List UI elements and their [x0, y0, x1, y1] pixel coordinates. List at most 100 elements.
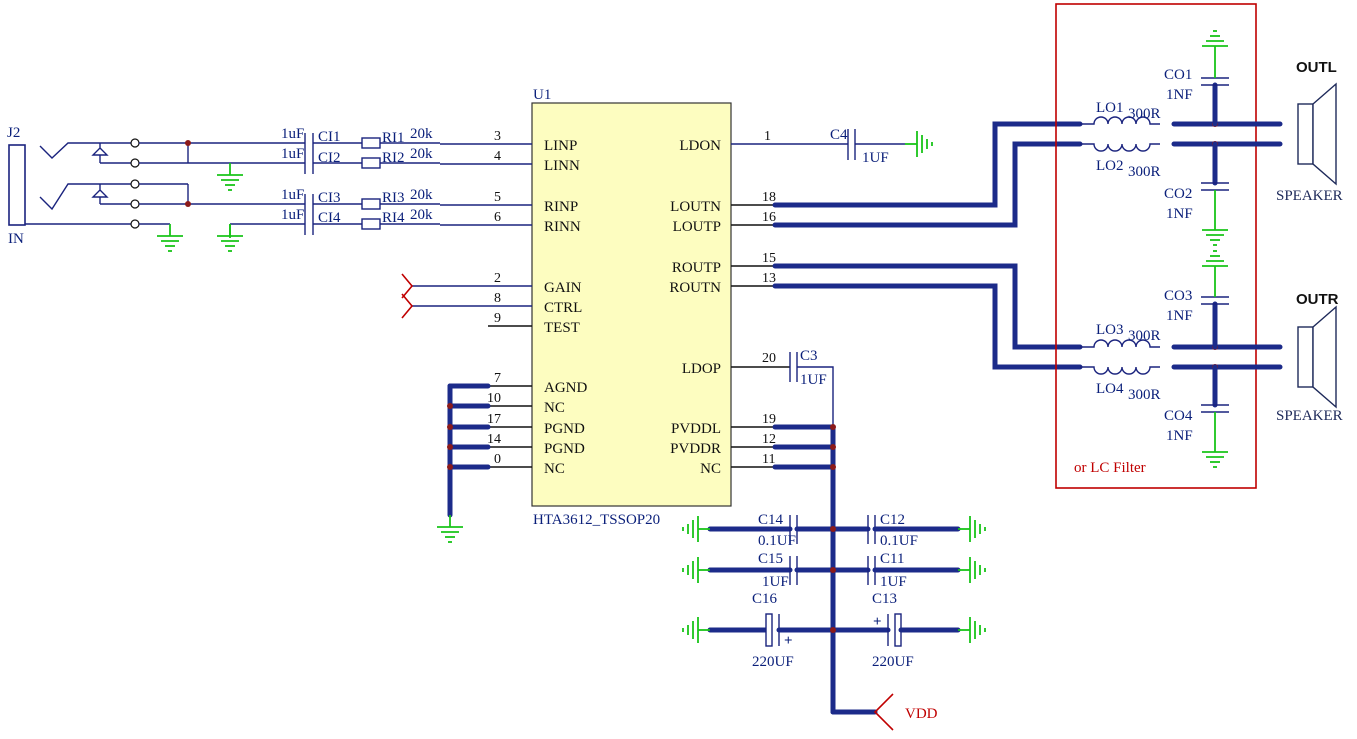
cap-ref: CI4: [318, 210, 341, 226]
cap-ref: C13: [872, 591, 897, 607]
cap-value: 220UF: [872, 654, 914, 670]
pin-name: PVDDR: [670, 441, 721, 457]
jack-label: IN: [8, 231, 24, 247]
filter-cap-ref: CO3: [1164, 288, 1192, 304]
speaker-icon: [1297, 326, 1314, 388]
pin-name: NC: [544, 461, 565, 477]
pin-name: ROUTN: [669, 280, 721, 296]
inductor-value: 300R: [1128, 328, 1161, 344]
supply-bus: VDD C14 0.1UF C12 0.1UF C15 1UF C11 1UF: [682, 424, 986, 731]
pin-name: LOUTN: [670, 199, 721, 215]
vdd-label: VDD: [905, 706, 938, 722]
res-value: 20k: [410, 207, 433, 223]
cap-ref: C16: [752, 591, 778, 607]
pin-name: LINN: [544, 158, 580, 174]
cap-value: 1uF: [281, 146, 304, 162]
output-routing: [772, 121, 1083, 370]
pin-name: RINP: [544, 199, 578, 215]
audio-jack-j2: J2 IN: [7, 125, 305, 252]
filter-note: or LC Filter: [1074, 460, 1146, 476]
pin-name: CTRL: [544, 300, 582, 316]
output-title: OUTL: [1296, 59, 1337, 76]
cap-value: 1UF: [880, 574, 907, 590]
res-ref: RI3: [382, 190, 405, 206]
filter-cap-value: 1NF: [1166, 87, 1193, 103]
cap-value: 1uF: [281, 187, 304, 203]
cap-value: 1uF: [281, 207, 304, 223]
filter-cap-value: 1NF: [1166, 308, 1193, 324]
cap-ref: CI1: [318, 129, 341, 145]
svg-text:+: +: [784, 633, 793, 649]
pin-num: 1: [764, 129, 771, 144]
res-value: 20k: [410, 126, 433, 142]
cap-value: 0.1UF: [880, 533, 918, 549]
c4-value: 1UF: [862, 150, 889, 166]
cap-ref: C12: [880, 512, 905, 528]
cap-ref: C14: [758, 512, 784, 528]
pin-name: NC: [700, 461, 721, 477]
inductor-ref: LO2: [1096, 158, 1124, 174]
c3-ref: C3: [800, 348, 818, 364]
cap-value: 220UF: [752, 654, 794, 670]
pin-name: LINP: [544, 138, 577, 154]
pin-num: 14: [487, 432, 501, 447]
speaker-outl: OUTL SPEAKER: [1276, 59, 1343, 204]
inductor-value: 300R: [1128, 387, 1161, 403]
pin-name: ROUTP: [672, 260, 721, 276]
input-network: 1uF CI1 1uF CI2 1uF CI3 1uF CI4 RI1 20k …: [281, 126, 440, 235]
filter-cap-value: 1NF: [1166, 428, 1193, 444]
inductor-value: 300R: [1128, 106, 1161, 122]
pin-num: 17: [487, 412, 501, 427]
cap-ref: C11: [880, 551, 904, 567]
pin-num: 6: [494, 210, 501, 225]
cap-value: 0.1UF: [758, 533, 796, 549]
pin-num: 15: [762, 251, 776, 266]
inductor-ref: LO1: [1096, 100, 1124, 116]
ic-ref: U1: [533, 87, 551, 103]
pin-name: PVDDL: [671, 421, 721, 437]
c4-ref: C4: [830, 127, 848, 143]
cap-ref: CI2: [318, 150, 341, 166]
pin-name: PGND: [544, 421, 585, 437]
res-ref: RI2: [382, 150, 405, 166]
pin-name: RINN: [544, 219, 581, 235]
pin-name: TEST: [544, 320, 580, 336]
ic-u1: U1 HTA3612_TSSOP20 3 4 5 6 2 8 9 7 10 17…: [412, 87, 848, 528]
res-value: 20k: [410, 146, 433, 162]
c3-value: 1UF: [800, 372, 827, 388]
pin-num: 5: [494, 190, 501, 205]
filter-cap-ref: CO1: [1164, 67, 1192, 83]
cap-ref: CI3: [318, 190, 341, 206]
res-value: 20k: [410, 187, 433, 203]
output-title: OUTR: [1296, 291, 1339, 308]
speaker-outr: OUTR SPEAKER: [1276, 291, 1343, 424]
filter-box: [1055, 3, 1257, 489]
res-ref: RI4: [382, 210, 405, 226]
res-ref: RI1: [382, 130, 405, 146]
cap-c3: C3 1UF: [789, 348, 834, 427]
lc-filter: or LC Filter LO1 300R LO2 300R LO3 300R …: [1055, 3, 1283, 489]
speaker-icon: [1297, 103, 1314, 165]
inductor-ref: LO4: [1096, 381, 1124, 397]
pin-num: 20: [762, 351, 776, 366]
pin-num: 18: [762, 190, 776, 205]
pin-name: NC: [544, 400, 565, 416]
pin-num: 7: [494, 371, 501, 386]
pin-num: 4: [494, 149, 501, 164]
inductor-ref: LO3: [1096, 322, 1124, 338]
pin-num: 19: [762, 412, 776, 427]
gain-ctrl-ports: [401, 273, 414, 319]
pin-num: 8: [494, 291, 501, 306]
pin-name: AGND: [544, 380, 587, 396]
pin-num: 11: [762, 452, 775, 467]
pin-num: 3: [494, 129, 501, 144]
speaker-label: SPEAKER: [1276, 188, 1343, 204]
pin-name: LOUTP: [673, 219, 721, 235]
pin-num: 16: [762, 210, 776, 225]
pin-num: 13: [762, 271, 776, 286]
jack-ref: J2: [7, 125, 20, 141]
cap-value: 1UF: [762, 574, 789, 590]
pin-num: 9: [494, 311, 501, 326]
ic-part: HTA3612_TSSOP20: [533, 512, 660, 528]
